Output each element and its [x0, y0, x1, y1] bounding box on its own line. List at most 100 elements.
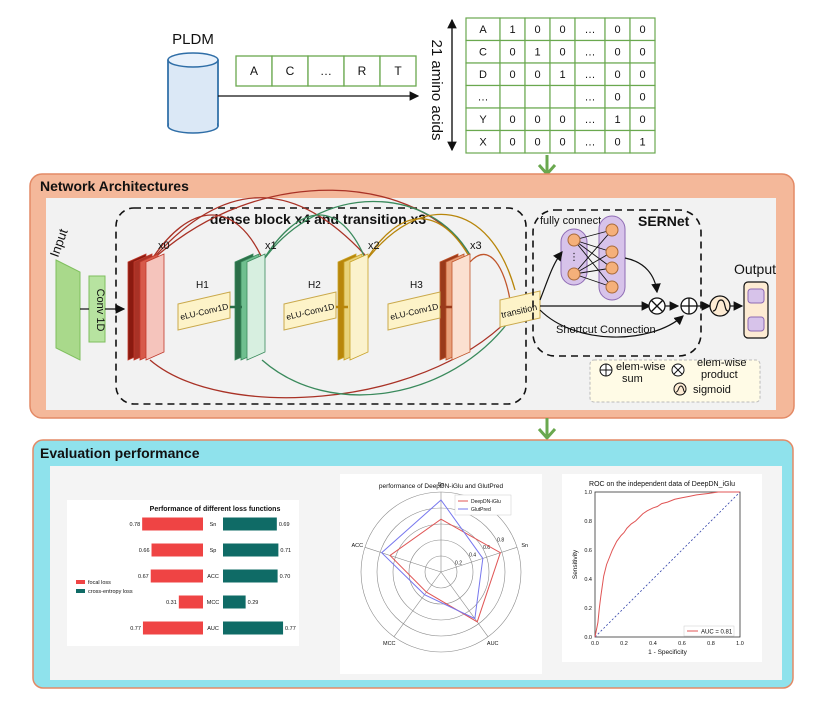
- amino-acid-axis-label: 21 amino acids: [428, 40, 445, 141]
- radar-axis-label: ACC: [351, 543, 363, 549]
- radar-chart: 0.20.40.60.8SpSnAUCMCCACCDeepDN-iGluGlut…: [351, 482, 528, 653]
- onehot-cell-text: 0: [509, 69, 515, 81]
- transition-box: [499, 290, 541, 328]
- roc-xlabel: 1 - Specificity: [648, 649, 687, 656]
- evaluation-title: Evaluation performance: [40, 445, 200, 461]
- onehot-cell-text: 0: [614, 47, 620, 59]
- sernet-title: SERNet: [638, 213, 690, 229]
- onehot-cell-text: 0: [614, 137, 620, 149]
- onehot-cell-text: 0: [534, 69, 540, 81]
- onehot-cell-text: 0: [639, 114, 645, 126]
- radar-series: [389, 518, 501, 623]
- feature-map-label: x0: [158, 240, 170, 252]
- onehot-cell-text: 0: [559, 47, 565, 59]
- bar-focal-loss: [150, 569, 203, 583]
- roc-legend-label: AUC = 0.81: [701, 630, 733, 636]
- roc-axes: [594, 491, 741, 638]
- bar-cross-entropy-loss: [223, 543, 279, 557]
- sum-operator: [680, 297, 698, 315]
- feature-map-layer: [246, 253, 266, 361]
- elu-conv-box: [283, 291, 337, 331]
- radar-spoke: [364, 546, 442, 573]
- onehot-cell-text: …: [585, 137, 596, 149]
- value-label-focal: 0.31: [166, 600, 177, 606]
- roc-chart-title: ROC on the independent data of DeepDN_iG…: [589, 481, 735, 488]
- onehot-cell-text: 0: [534, 114, 540, 126]
- value-label-ce: 0.77: [285, 626, 296, 632]
- roc-y-tick: 0.8: [584, 519, 592, 525]
- roc-y-tick: 1.0: [584, 490, 592, 496]
- bar-focal-loss: [151, 543, 203, 557]
- roc-y-tick: 0.6: [584, 548, 592, 554]
- radar-chart-title: performance of DeepDN-iGlu and GlutPred: [379, 483, 504, 490]
- roc-y-tick: 0.2: [584, 606, 592, 612]
- bar-cross-entropy-loss: [223, 517, 277, 531]
- h-label: H2: [308, 280, 321, 291]
- sequence-cell-text: R: [358, 64, 367, 78]
- onehot-cell-text: 1: [614, 114, 620, 126]
- value-label-ce: 0.70: [280, 574, 291, 580]
- legend-cross-entropy-loss: cross-entropy loss: [88, 589, 133, 595]
- category-label: MCC: [207, 600, 220, 606]
- radar-spoke: [393, 571, 442, 637]
- roc-x-tick: 0.6: [678, 641, 686, 647]
- onehot-cell-text: …: [585, 24, 596, 36]
- legend-product-icon: [671, 363, 685, 377]
- h-label: H1: [196, 280, 209, 291]
- onehot-cell: [499, 84, 526, 109]
- bar-cross-entropy-loss: [223, 595, 246, 609]
- roc-legend: [683, 625, 735, 637]
- onehot-cell-text: 1: [639, 137, 645, 149]
- category-label: ACC: [207, 574, 219, 580]
- onehot-cell-text: 0: [614, 69, 620, 81]
- feature-map-layer: [451, 253, 471, 361]
- roc-x-tick: 0.8: [707, 641, 715, 647]
- down-arrow-2-head: [537, 428, 557, 441]
- radar-legend: [454, 494, 512, 516]
- onehot-cell-text: 0: [534, 24, 540, 36]
- feature-map-layer: [145, 253, 165, 361]
- feature-map-label: x3: [470, 240, 482, 252]
- onehot-cell-text: 0: [509, 47, 515, 59]
- sequence-cell-text: C: [286, 64, 295, 78]
- sernet-flow: [539, 251, 744, 338]
- onehot-cell-text: 0: [639, 92, 645, 104]
- radar-axis-label: AUC: [487, 641, 499, 647]
- value-label-focal: 0.66: [139, 548, 150, 554]
- roc-x-tick: 0.4: [649, 641, 657, 647]
- onehot-cell-text: …: [585, 69, 596, 81]
- operator-legend: [589, 359, 761, 403]
- radar-axis-label: MCC: [383, 641, 396, 647]
- onehot-cell: [629, 129, 656, 154]
- onehot-cell: [549, 84, 576, 109]
- bar-focal-loss: [142, 517, 203, 531]
- radar-ring-label: 0.8: [497, 537, 504, 543]
- loss-chart-title: Performance of different loss functions: [150, 506, 281, 513]
- onehot-cell-text: 0: [614, 24, 620, 36]
- onehot-cell-text: …: [585, 47, 596, 59]
- elu-conv-box: [177, 291, 231, 331]
- onehot-cell-text: 0: [639, 69, 645, 81]
- onehot-cell-text: 0: [559, 24, 565, 36]
- value-label-ce: 0.29: [248, 600, 259, 606]
- onehot-cell-text: …: [585, 114, 596, 126]
- onehot-cell-text: 0: [534, 137, 540, 149]
- sequence-cell: [271, 55, 309, 87]
- legend-sigmoid-icon: [673, 382, 687, 396]
- onehot-cell-text: 0: [509, 114, 515, 126]
- onehot-cell-text: C: [479, 47, 487, 59]
- shortcut-label: Shortcut Connection: [556, 324, 656, 336]
- onehot-cell-text: X: [479, 137, 487, 149]
- sequence-cell-text: A: [250, 64, 258, 78]
- onehot-cell: [524, 84, 551, 109]
- radar-legend-label: DeepDN-iGlu: [471, 499, 501, 505]
- database-label: PLDM: [172, 31, 214, 48]
- value-label-ce: 0.69: [279, 522, 290, 528]
- roc-y-tick: 0.0: [584, 635, 592, 641]
